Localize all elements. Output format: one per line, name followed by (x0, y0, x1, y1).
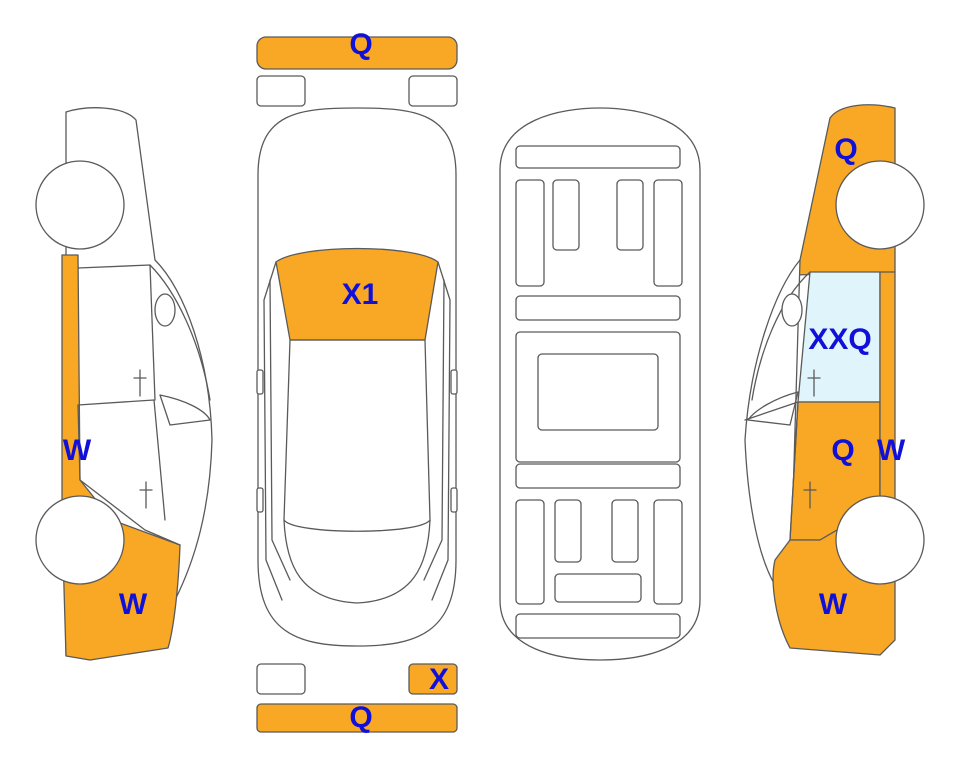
under-panel (554, 573, 642, 603)
damage-codes: Q X1 X Q W W Q XXQ Q W W (63, 28, 906, 734)
under-panel (554, 499, 582, 563)
under-panel (552, 179, 580, 251)
under-panel (515, 499, 545, 605)
left-door-line (149, 264, 156, 401)
front-right-light (408, 75, 458, 107)
right-rear-wheel (835, 495, 925, 585)
under-panel (537, 353, 659, 431)
right-front-door-code: Q (831, 434, 854, 467)
underbody-view (499, 107, 701, 661)
left-front-wheel (35, 160, 125, 250)
top-view (256, 36, 458, 733)
rear-plate-code: X (429, 663, 449, 696)
left-mirror (154, 293, 176, 327)
under-panel (515, 463, 681, 489)
right-mirror (781, 293, 803, 327)
front-left-light (256, 75, 306, 107)
left-handle (256, 487, 264, 513)
left-side-view (35, 107, 213, 661)
rear-bumper-code: Q (349, 701, 372, 734)
front-bumper-code: Q (349, 28, 372, 61)
under-panel (515, 295, 681, 321)
left-mirror (256, 369, 264, 395)
right-side-view (744, 104, 925, 656)
right-handle (450, 487, 458, 513)
right-rear-door-code: W (877, 434, 906, 467)
left-door-line (77, 404, 181, 546)
under-panel (515, 179, 545, 287)
right-body-back (744, 259, 801, 601)
left-rear-quarter-code: W (119, 588, 148, 621)
under-panel (653, 179, 683, 287)
right-front-wheel (835, 160, 925, 250)
right-front-door-glass-code: XXQ (808, 323, 871, 356)
under-panel (515, 145, 681, 169)
right-door-handle (803, 481, 817, 509)
left-door-handle (139, 481, 153, 509)
hood-code: X1 (342, 278, 379, 311)
rear-left-light (256, 663, 306, 695)
top-body-outline (257, 107, 457, 647)
left-door-handle (133, 369, 147, 397)
left-front-glass (159, 394, 211, 426)
under-panel (616, 179, 644, 251)
right-mirror (450, 369, 458, 395)
left-rear-wheel (35, 495, 125, 585)
right-window-frame (751, 271, 811, 401)
right-front-fender-code: Q (834, 133, 857, 166)
right-door-handle (807, 369, 821, 397)
right-front-glass (747, 391, 799, 426)
right-rear-door-panel[interactable] (879, 271, 896, 506)
rear-window (283, 519, 431, 604)
rear-plate-area[interactable] (408, 663, 458, 695)
left-rear-door-code: W (63, 434, 92, 467)
under-panel (515, 613, 681, 639)
right-door-line (744, 401, 799, 541)
front-bumper[interactable] (256, 36, 458, 70)
rear-bumper[interactable] (256, 703, 458, 733)
under-panel (653, 499, 683, 605)
hood-panel[interactable] (275, 247, 439, 341)
right-rear-quarter-code: W (819, 588, 848, 621)
under-panel (611, 499, 639, 563)
left-door-line (77, 399, 166, 521)
left-window-line (269, 279, 291, 581)
left-window-frame (77, 264, 211, 401)
right-window-line (423, 279, 445, 581)
